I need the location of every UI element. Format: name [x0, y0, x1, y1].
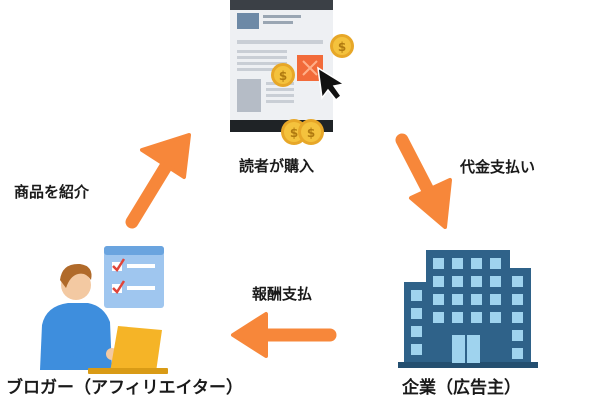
building-window — [411, 344, 422, 355]
building-window — [512, 348, 523, 359]
building-window — [433, 258, 444, 269]
building-window — [452, 294, 463, 305]
flow-label-introduce: 商品を紹介 — [14, 183, 90, 201]
svg-text:$: $ — [338, 40, 346, 54]
building-window — [512, 276, 523, 287]
coin-icon: $ — [271, 63, 295, 87]
building-window — [512, 294, 523, 305]
building-window — [490, 276, 501, 287]
orange-arrow-icon — [125, 133, 191, 229]
svg-text:$: $ — [279, 69, 287, 83]
building-window — [411, 326, 422, 337]
svg-text:$: $ — [307, 126, 315, 140]
building-window — [512, 330, 523, 341]
coin-stack-icon: $ $ — [281, 119, 324, 145]
building-window — [452, 312, 463, 323]
building-window — [471, 258, 482, 269]
building-window — [433, 312, 444, 323]
building-window — [471, 312, 482, 323]
building-window — [490, 258, 501, 269]
svg-text:$: $ — [290, 126, 298, 140]
flow-label-reward: 報酬支払 — [252, 285, 313, 303]
node-label-blogger: ブロガー（アフィリエイター） — [6, 378, 243, 398]
building-window — [433, 276, 444, 287]
blogger-laptop-icon — [40, 246, 168, 374]
building-window — [490, 312, 501, 323]
building-window — [471, 294, 482, 305]
building-window — [490, 294, 501, 305]
building-window — [452, 258, 463, 269]
building-windows — [411, 258, 523, 359]
office-building-icon — [398, 250, 538, 368]
orange-arrow-icon — [395, 133, 452, 229]
node-label-company: 企業（広告主） — [402, 378, 521, 398]
building-window — [433, 294, 444, 305]
flow-label-payment: 代金支払い — [460, 158, 536, 176]
building-window — [512, 312, 523, 323]
building-window — [411, 290, 422, 301]
building-window — [452, 276, 463, 287]
coin-icon: $ — [330, 34, 354, 58]
node-label-reader: 読者が購入 — [239, 157, 315, 175]
orange-arrow-icon — [231, 312, 337, 358]
building-window — [411, 308, 422, 319]
building-window — [471, 276, 482, 287]
